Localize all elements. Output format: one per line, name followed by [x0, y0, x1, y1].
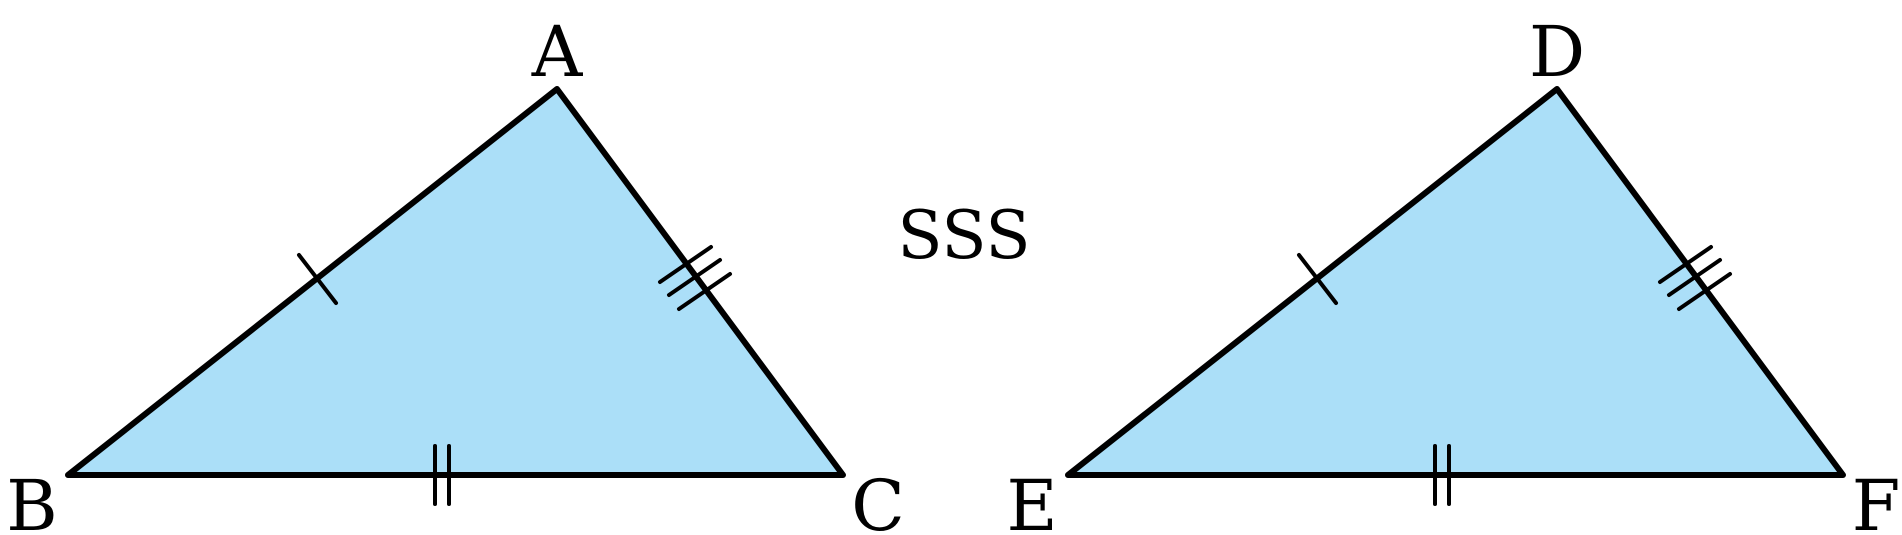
vertex-label-c: C — [851, 465, 905, 535]
tick-mark-ab — [297, 253, 338, 305]
tick-mark-df — [1658, 245, 1732, 311]
triangle-abc-shape — [65, 86, 846, 478]
tick-mark-bc — [433, 444, 451, 506]
vertex-label-f: F — [1852, 465, 1901, 535]
tick-mark-ac — [658, 245, 732, 311]
triangle-def-shape — [1065, 86, 1846, 478]
vertex-label-b: B — [6, 465, 57, 535]
triangle-abc: A B C — [6, 11, 905, 535]
tick-mark-de — [1297, 253, 1338, 305]
congruence-criterion-label: SSS — [897, 197, 1030, 274]
triangle-def: D E F — [1006, 11, 1900, 535]
vertex-label-e: E — [1006, 465, 1057, 535]
tick-mark-ef — [1433, 444, 1451, 506]
vertex-label-a: A — [531, 11, 584, 93]
vertex-label-d: D — [1529, 11, 1585, 93]
